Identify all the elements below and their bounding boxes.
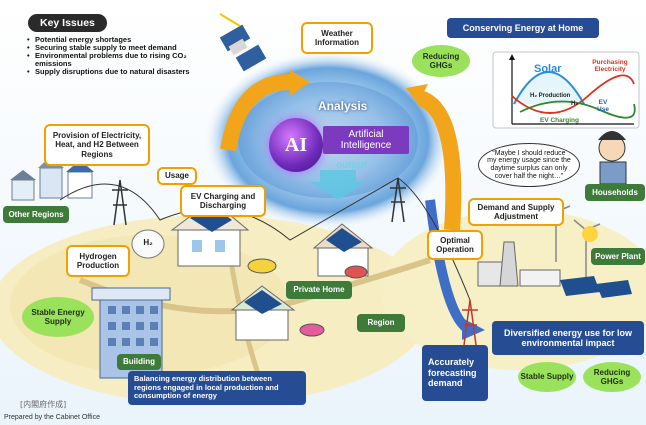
satellite-icon [219,13,267,72]
hydrogen-tank-icon [131,229,165,259]
hydrogen-production-label: Hydrogen Production [66,245,130,277]
private-home-icon [230,285,325,341]
reducing-ghgs-top-label: Reducing GHGs [412,45,470,77]
ev-charging-label: EV Charging and Discharging [180,185,266,217]
private-home-label: Private Home [286,281,352,299]
ai-logo: AI [269,118,323,172]
key-issue-item: Potential energy shortages [27,36,216,44]
output-label: output [336,160,368,171]
key-issues-panel: Key Issues Potential energy shortages Se… [26,14,216,75]
ev-curve [519,100,636,119]
region-label: Region [357,314,405,332]
conserving-energy-home-title: Conserving Energy at Home [447,18,599,38]
stable-energy-supply-label: Stable Energy Supply [22,297,94,337]
optimal-operation-label: Optimal Operation [427,230,483,260]
power-pylon-icon [112,177,478,346]
other-regions-village-icon [10,156,94,201]
graph-solar-label: Solar [534,63,562,75]
house-with-solar-icon [170,199,250,267]
analysis-label: Analysis [318,99,368,113]
solar-curve [513,71,585,105]
other-regions-label: Other Regions [3,206,69,223]
household-thought-bubble: “Maybe I should reduce my energy usage s… [478,143,580,187]
accurate-forecasting-label: Accurately forecasting demand [422,345,488,401]
key-issue-item: Securing stable supply to meet demand [27,43,216,52]
key-issue-item: Environmental problems due to rising CO₂… [27,51,216,68]
building-label: Building [117,354,161,370]
demand-supply-adjustment-label: Demand and Supply Adjustment [468,198,564,226]
graph-purchasing-label: Purchasing Electricity [592,59,628,73]
output-arrow [310,170,366,200]
power-plant-label: Power Plant [591,248,645,265]
weather-information-label: Weather Information [301,22,373,54]
region-house-icon [312,223,374,279]
key-issue-item: Supply disruptions due to natural disast… [27,67,216,76]
sun-icon [582,226,598,242]
diversified-energy-label: Diversified energy use for low environme… [492,321,644,355]
graph-ev-charging-label: EV Charging [540,117,580,124]
solar-panel-field-icon [560,276,632,298]
usage-label: Usage [157,167,197,185]
artificial-intelligence-label: Artificial Intelligence [323,126,409,154]
source-english: Prepared by the Cabinet Office [4,414,100,421]
optimal-operation-arrow [416,90,462,231]
graph-h2-label: H₂ [571,101,578,107]
key-issues-title: Key Issues [28,14,107,32]
h2-tank-label: H₂ [143,238,153,248]
balancing-energy-label: Balancing energy distribution between re… [128,371,306,405]
purchasing-curve [511,74,635,114]
graph-ev-use-label: EV Use [597,99,609,113]
power-plant-icon [477,241,561,287]
graph-h2-production-label: H₂ Production [530,93,571,99]
key-issues-list: Potential energy shortages Securing stab… [26,36,216,76]
provision-between-regions-label: Provision of Electricity, Heat, and H2 B… [44,124,150,166]
households-label: Households [585,184,645,201]
ev-car-icon [247,258,277,274]
reducing-ghgs-bottom-label: Reducing GHGs [583,362,641,392]
stable-supply-label: Stable Supply [518,362,576,392]
source-japanese: [内閣府作成] [20,400,67,409]
usage-arrow [220,73,293,152]
